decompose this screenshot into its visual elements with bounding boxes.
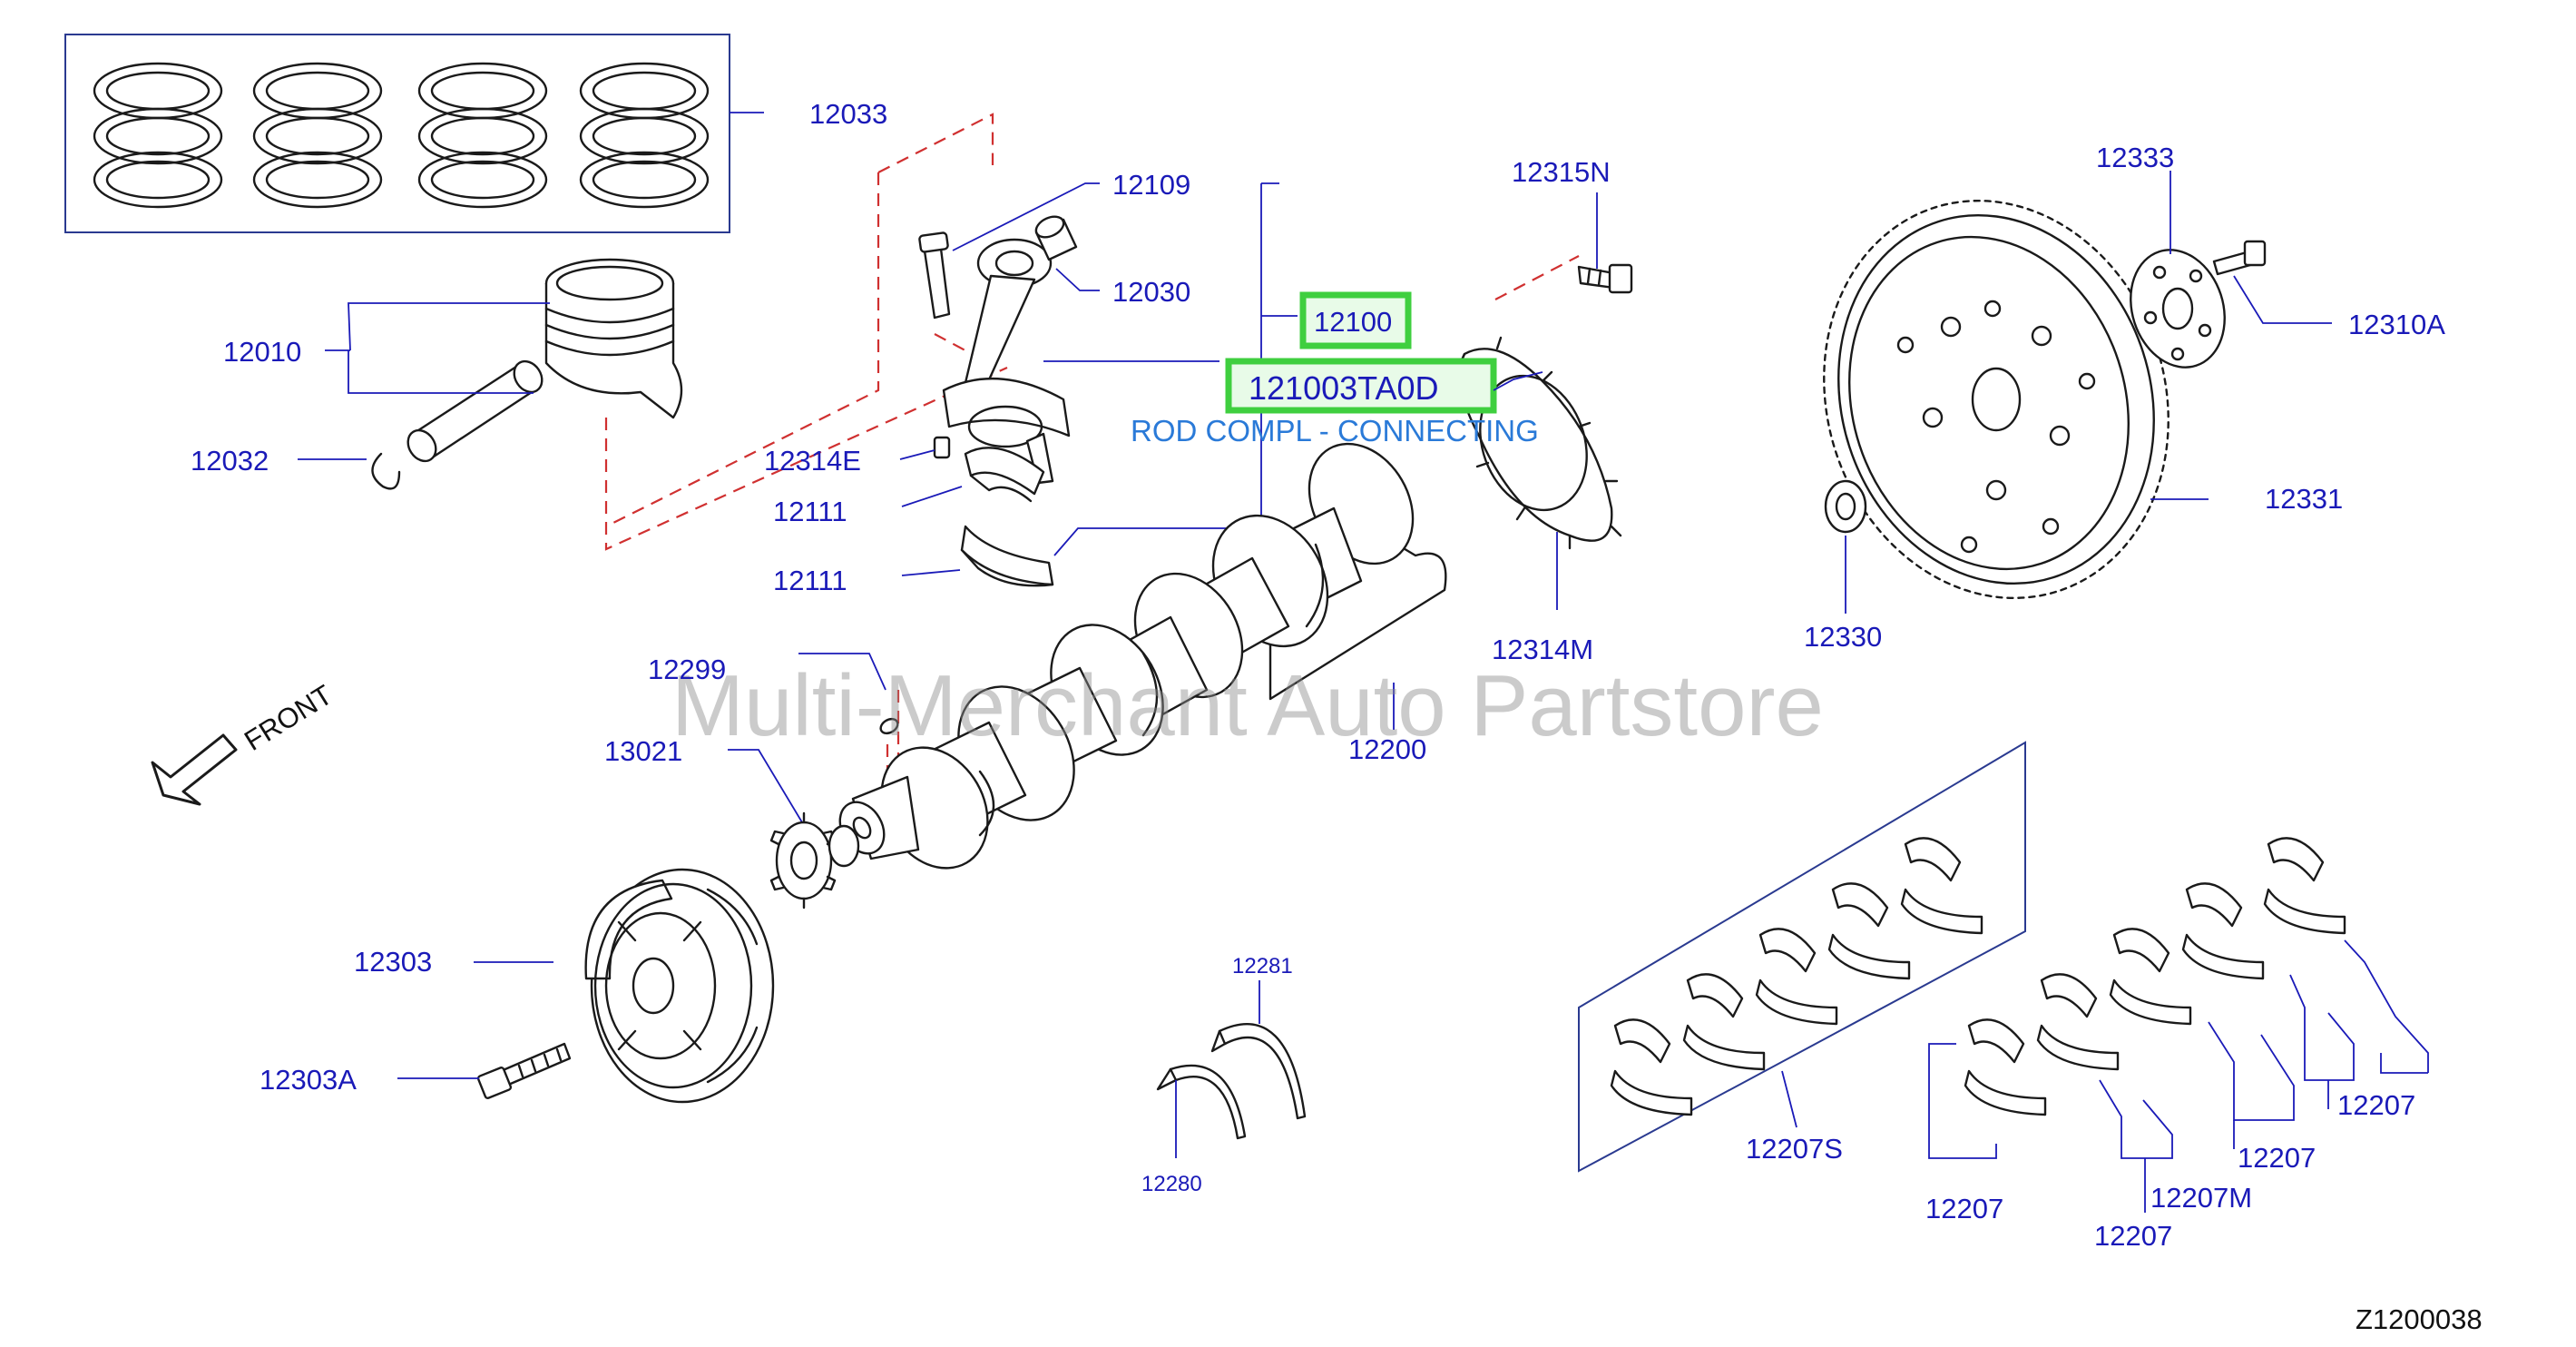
callout-12111-lower[interactable]: 12111 (773, 565, 847, 596)
piston-ring-box (64, 34, 730, 233)
main-bearing-shells-exploded[interactable] (1964, 837, 2346, 1116)
piston-ring-set-1[interactable] (93, 62, 223, 209)
piston-ring-set-4[interactable] (579, 62, 710, 209)
crank-pulley[interactable] (584, 868, 775, 1104)
highlight-box-part-number (1225, 358, 1497, 414)
front-arrow-icon (151, 733, 238, 806)
callout-12207-d[interactable]: 12207 (2337, 1089, 2415, 1121)
woodruff-key-12299[interactable] (878, 716, 900, 736)
front-label: FRONT (239, 679, 338, 757)
callout-12207-c[interactable]: 12207 (2238, 1142, 2316, 1174)
main-bearing-set-group (1578, 741, 2026, 1173)
callout-12111-upper[interactable]: 12111 (773, 496, 847, 527)
piston-ring-set-3[interactable] (417, 62, 548, 209)
callout-13021[interactable]: 13021 (604, 735, 682, 767)
figure-id: Z1200038 (2356, 1303, 2483, 1335)
watermark: Multi-Merchant Auto Partstore (671, 657, 1824, 754)
flywheel-plate-12333[interactable] (2116, 238, 2239, 379)
callout-12303[interactable]: 12303 (354, 946, 432, 978)
connecting-rod-bolt[interactable] (918, 231, 951, 320)
piston-ring-set-group (64, 34, 764, 233)
callout-12303A[interactable]: 12303A (260, 1064, 357, 1096)
crankshaft[interactable] (831, 425, 1447, 887)
main-bearing-shells-boxed[interactable] (1610, 837, 1983, 1116)
dowel-pin-12314E[interactable] (933, 436, 951, 459)
callout-12033[interactable]: 12033 (809, 98, 887, 130)
callout-12299[interactable]: 12299 (648, 654, 726, 685)
piston-pin-snap-ring[interactable] (371, 452, 401, 490)
thrust-washer-12281[interactable] (1210, 1022, 1307, 1120)
callout-12333[interactable]: 12333 (2096, 142, 2174, 173)
callout-12310A[interactable]: 12310A (2348, 309, 2445, 340)
callout-12207M[interactable]: 12207M (2150, 1182, 2252, 1214)
piston[interactable] (544, 258, 683, 419)
callout-12314M[interactable]: 12314M (1492, 634, 1593, 665)
callout-12207-b[interactable]: 12207 (2094, 1220, 2172, 1252)
piston-pin[interactable] (402, 356, 547, 466)
con-rod-bearing-lower[interactable] (960, 525, 1054, 587)
crankshaft-sprocket[interactable] (769, 811, 860, 909)
flywheel-bolt-12310A[interactable] (2212, 240, 2267, 276)
callout-12315N[interactable]: 12315N (1512, 156, 1611, 188)
piston-ring-set-2[interactable] (252, 62, 383, 209)
callout-12109[interactable]: 12109 (1112, 169, 1190, 201)
callout-12331[interactable]: 12331 (2265, 483, 2343, 515)
callout-12281[interactable]: 12281 (1232, 954, 1293, 978)
callout-part-number[interactable]: 121003TA0D (1249, 369, 1438, 407)
callout-12280[interactable]: 12280 (1141, 1172, 1202, 1196)
callout-12010[interactable]: 12010 (223, 336, 301, 368)
pilot-bushing-12330[interactable] (1824, 479, 1867, 534)
thrust-washer-12280[interactable] (1156, 1064, 1247, 1140)
part-description[interactable]: ROD COMPL - CONNECTING (1131, 414, 1539, 447)
callout-12200[interactable]: 12200 (1348, 733, 1426, 765)
callout-12100[interactable]: 12100 (1314, 306, 1392, 338)
highlight-box-12100 (1299, 291, 1412, 349)
assembly-dashed-lines (604, 113, 1580, 817)
callout-12032[interactable]: 12032 (191, 445, 269, 477)
con-rod-bearing-upper[interactable] (964, 447, 1045, 503)
callout-12207S[interactable]: 12207S (1746, 1133, 1843, 1165)
connecting-rod[interactable] (942, 238, 1071, 485)
callout-12314E[interactable]: 12314E (764, 445, 861, 477)
bolt-12315N[interactable] (1577, 263, 1633, 294)
flywheel-ring-gear-12331[interactable] (1774, 155, 2219, 643)
callout-12030[interactable]: 12030 (1112, 276, 1190, 308)
callout-12330[interactable]: 12330 (1804, 621, 1882, 653)
connecting-rod-bushing[interactable] (1033, 212, 1078, 261)
main-bearing-box (1578, 741, 2026, 1173)
callout-12207-a[interactable]: 12207 (1925, 1193, 2003, 1224)
crank-pulley-bolt[interactable] (476, 1042, 572, 1099)
